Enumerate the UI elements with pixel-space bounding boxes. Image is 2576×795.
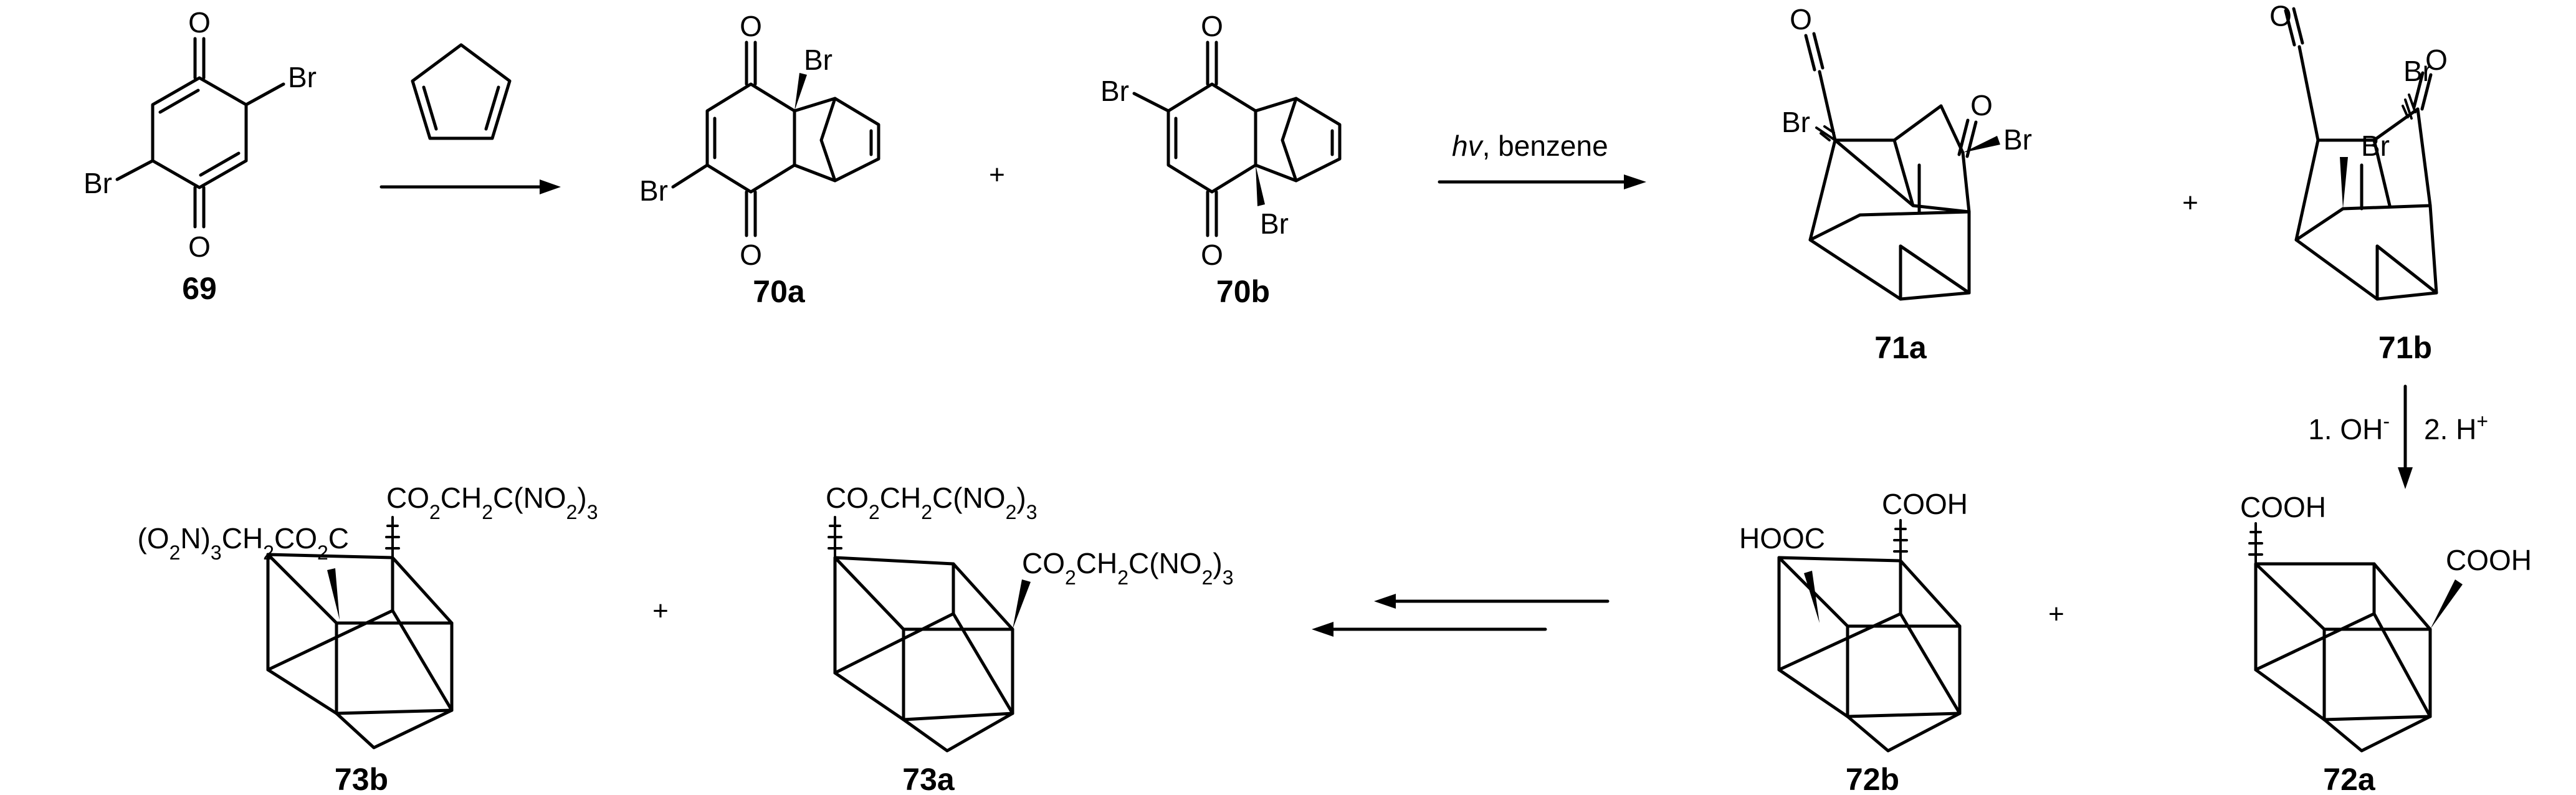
bromine-label: Br	[83, 167, 112, 199]
ester-label: (O2N)3CH2CO2C	[137, 522, 349, 564]
cyclopentadiene-reagent	[411, 43, 512, 140]
plus-sign: +	[2048, 599, 2064, 629]
bromine-label: Br	[2003, 123, 2032, 156]
bromine-label: Br	[1782, 106, 1810, 138]
compound-73b: (O2N)3CH2CO2C CO2CH2C(NO2)3 73b	[137, 482, 598, 795]
compound-71b: O O Br Br 71b	[2269, 0, 2448, 365]
oxygen-label: O	[188, 6, 211, 39]
compound-71a: O O Br Br 71a	[1782, 3, 2032, 365]
oxygen-label: O	[1970, 89, 1993, 121]
oxygen-label: O	[740, 10, 762, 42]
bromine-label: Br	[1260, 207, 1289, 240]
carboxyl-label: HOOC	[1739, 522, 1825, 555]
compound-number: 72a	[2323, 762, 2376, 795]
compound-number: 71b	[2378, 330, 2432, 365]
reagent-solvent: , benzene	[1482, 130, 1608, 162]
carboxyl-label: COOH	[1882, 488, 1968, 520]
plus-sign: +	[652, 596, 669, 626]
bromine-label: Br	[804, 44, 832, 76]
plus-sign: +	[989, 159, 1005, 190]
reagent-hv: hv	[1452, 130, 1484, 162]
compound-70a: O O Br Br 70a	[639, 10, 880, 309]
ester-label: CO2CH2C(NO2)3	[826, 482, 1038, 523]
compound-number: 71a	[1874, 330, 1927, 365]
reaction-arrow-3: 1. OH- 2. H+	[2308, 384, 2488, 489]
compound-69: O O Br Br 69	[83, 6, 317, 306]
oxygen-label: O	[2269, 0, 2292, 32]
compound-72b: HOOC COOH 72b	[1739, 488, 1968, 795]
oxygen-label: O	[740, 239, 762, 271]
oxygen-label: O	[2425, 44, 2448, 76]
compound-70b: O O Br Br 70b	[1100, 10, 1342, 309]
compound-73a: CO2CH2C(NO2)3 CO2CH2C(NO2)3 73a	[826, 482, 1234, 795]
compound-number: 73a	[902, 762, 955, 795]
bromine-label: Br	[288, 61, 317, 93]
compound-number: 70b	[1216, 274, 1270, 309]
oxygen-label: O	[1201, 239, 1223, 271]
bromine-label: Br	[2403, 55, 2432, 87]
bromine-label: Br	[2361, 130, 2390, 162]
reaction-arrows-double	[1312, 594, 1610, 637]
bromine-label: Br	[1100, 75, 1129, 107]
compound-number: 70a	[753, 274, 806, 309]
compound-72a: COOH COOH 72a	[2240, 491, 2532, 795]
reagent-text: hv, benzene	[1452, 130, 1608, 162]
compound-number: 72b	[1846, 762, 1899, 795]
reagent-acid: 2. H+	[2424, 410, 2488, 445]
oxygen-label: O	[1790, 3, 1812, 36]
reaction-arrow-1	[379, 179, 561, 194]
oxygen-label: O	[188, 231, 211, 263]
compound-number: 69	[182, 271, 217, 306]
carboxyl-label: COOH	[2446, 544, 2532, 576]
compound-number: 73b	[335, 762, 388, 795]
plus-sign: +	[2182, 188, 2198, 218]
oxygen-label: O	[1201, 10, 1223, 42]
bromine-label: Br	[639, 174, 668, 207]
ester-label: CO2CH2C(NO2)3	[386, 482, 598, 523]
reaction-arrow-2: hv, benzene	[1438, 130, 1646, 189]
ester-label: CO2CH2C(NO2)3	[1022, 547, 1234, 589]
carboxyl-label: COOH	[2240, 491, 2326, 523]
reagent-base: 1. OH-	[2308, 410, 2390, 445]
